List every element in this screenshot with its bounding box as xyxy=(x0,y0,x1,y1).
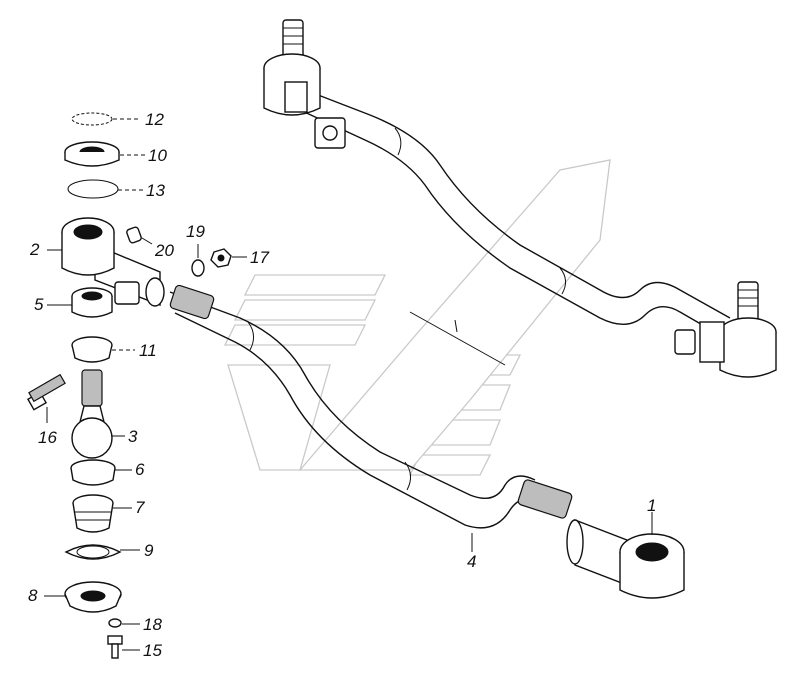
callout-8: 8 xyxy=(28,586,38,605)
watermark-logo xyxy=(223,159,611,476)
part-17-nut xyxy=(210,248,232,268)
callout-19: 19 xyxy=(186,222,205,241)
callout-4: 4 xyxy=(467,552,476,571)
callout-1: 1 xyxy=(647,496,656,515)
callout-labels: 1 2 3 4 5 6 7 8 9 10 11 12 13 15 16 17 1… xyxy=(28,110,656,660)
part-9-gasket xyxy=(64,544,122,560)
lower-tie-rod xyxy=(169,284,573,529)
tie-rod-end-right xyxy=(566,518,685,599)
callout-3: 3 xyxy=(128,427,138,446)
callout-11: 11 xyxy=(139,341,157,360)
callout-7: 7 xyxy=(135,498,145,517)
callout-13: 13 xyxy=(146,181,165,200)
part-13-ring xyxy=(67,179,119,199)
tie-rod-end-left xyxy=(61,217,165,307)
part-6-insert xyxy=(70,459,116,486)
part-3-ball-pin xyxy=(71,369,113,459)
part-15-bolt xyxy=(107,635,123,659)
part-19-washer xyxy=(191,259,205,277)
part-20-grease-fitting xyxy=(126,226,142,244)
part-10-seal-cover xyxy=(64,141,120,167)
part-7-spring xyxy=(72,494,114,533)
callout-12: 12 xyxy=(145,110,164,129)
callout-2: 2 xyxy=(29,240,40,259)
upper-tie-rod-assembly xyxy=(263,19,777,378)
callout-10: 10 xyxy=(148,146,167,165)
leader-lines xyxy=(44,118,653,651)
part-12-circlip xyxy=(71,112,113,126)
part-18-lock-washer xyxy=(108,618,122,628)
part-11-insert xyxy=(71,336,113,363)
callout-18: 18 xyxy=(143,615,162,634)
callout-9: 9 xyxy=(144,541,154,560)
part-5-bearing-insert xyxy=(71,287,113,318)
part-16-bolt xyxy=(26,373,66,411)
callout-15: 15 xyxy=(143,641,162,660)
part-8-cover xyxy=(64,581,122,613)
callout-5: 5 xyxy=(34,295,44,314)
callout-6: 6 xyxy=(135,460,145,479)
callout-16: 16 xyxy=(38,428,57,447)
callout-17: 17 xyxy=(250,248,269,267)
callout-20: 20 xyxy=(154,241,174,260)
